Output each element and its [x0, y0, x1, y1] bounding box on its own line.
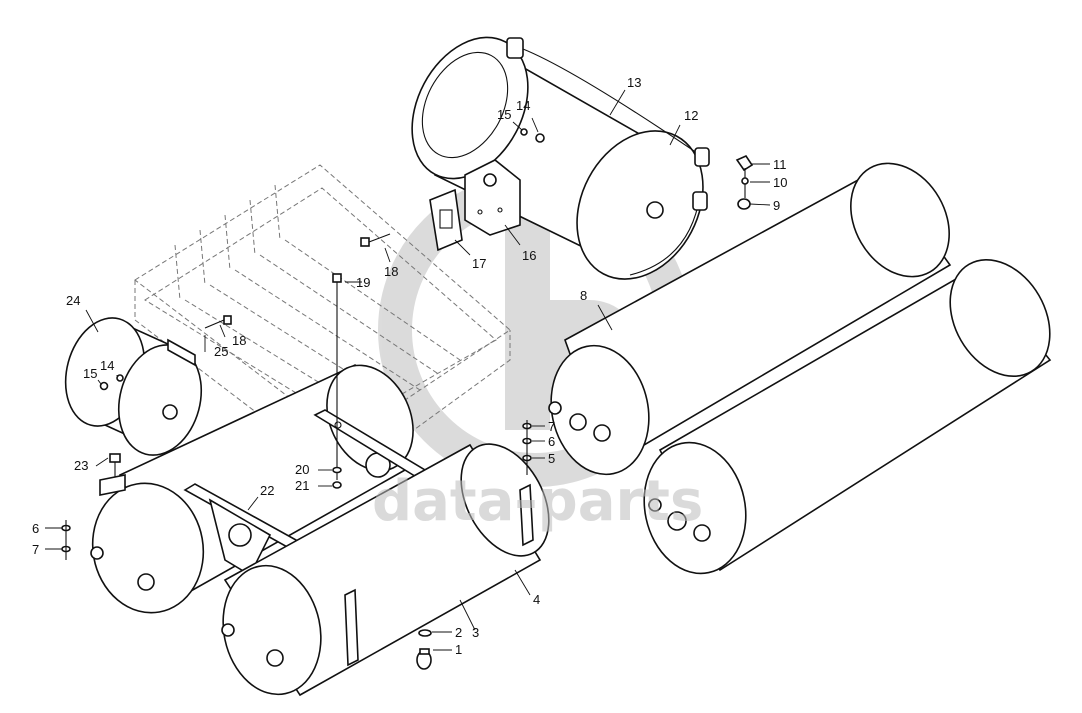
drain-valve-1	[416, 648, 432, 670]
callout-22: 22	[260, 483, 274, 498]
callout-7-left: 7	[32, 542, 39, 557]
plate-17	[429, 188, 463, 252]
callout-14-left: 14	[100, 358, 114, 373]
callout-8: 8	[580, 288, 587, 303]
air-tank-24	[64, 317, 203, 456]
callout-24: 24	[66, 293, 80, 308]
washer-15-left	[99, 381, 109, 391]
callout-23: 23	[74, 458, 88, 473]
callout-17: 17	[472, 256, 486, 271]
air-tank-3	[221, 443, 550, 697]
callout-20: 20	[295, 462, 309, 477]
callout-numbers: 1 2 3 4 5 6 7 6 7 8 9 10 11 12 13 14 15 …	[32, 75, 787, 657]
clamp-band-12	[506, 37, 710, 276]
bolt-18-top	[360, 233, 391, 247]
nut-14-left	[116, 374, 124, 382]
strap-bracket-22	[183, 409, 427, 577]
air-tank-8	[548, 162, 952, 476]
leader-lines	[45, 89, 771, 651]
callout-11: 11	[773, 157, 787, 172]
callout-13: 13	[627, 75, 641, 90]
washer-15-top	[520, 128, 528, 136]
callout-15-left: 15	[83, 366, 97, 381]
bracket-16	[464, 159, 521, 236]
callout-6-left: 6	[32, 521, 39, 536]
callout-1: 1	[455, 642, 462, 657]
air-tank-13	[411, 36, 704, 280]
nut-14-top	[535, 133, 545, 143]
callout-18-top: 18	[384, 264, 398, 279]
callout-18-left: 18	[232, 333, 246, 348]
washer-2	[418, 629, 432, 637]
fitting-assembly	[735, 154, 754, 210]
callout-9: 9	[773, 198, 780, 213]
washer-20	[332, 466, 342, 474]
callout-6-right: 6	[548, 434, 555, 449]
callout-4: 4	[533, 592, 540, 607]
bolt-23	[99, 453, 126, 496]
callout-16: 16	[522, 248, 536, 263]
callout-21: 21	[295, 478, 309, 493]
callout-15-top: 15	[497, 107, 511, 122]
bolt-18-left	[204, 315, 232, 329]
air-tank-front-right	[643, 258, 1052, 575]
watermark-text: data-parts	[372, 469, 703, 534]
callout-10: 10	[773, 175, 787, 190]
battery-tray-outline	[134, 164, 511, 481]
nut-21	[332, 481, 342, 489]
bolt-19	[332, 273, 342, 480]
callout-19: 19	[356, 275, 370, 290]
callout-12: 12	[684, 108, 698, 123]
callout-25: 25	[214, 344, 228, 359]
callout-7-right: 7	[548, 419, 555, 434]
callout-2: 2	[455, 625, 462, 640]
callout-3: 3	[472, 625, 479, 640]
callout-14-top: 14	[516, 98, 530, 113]
callout-5: 5	[548, 451, 555, 466]
